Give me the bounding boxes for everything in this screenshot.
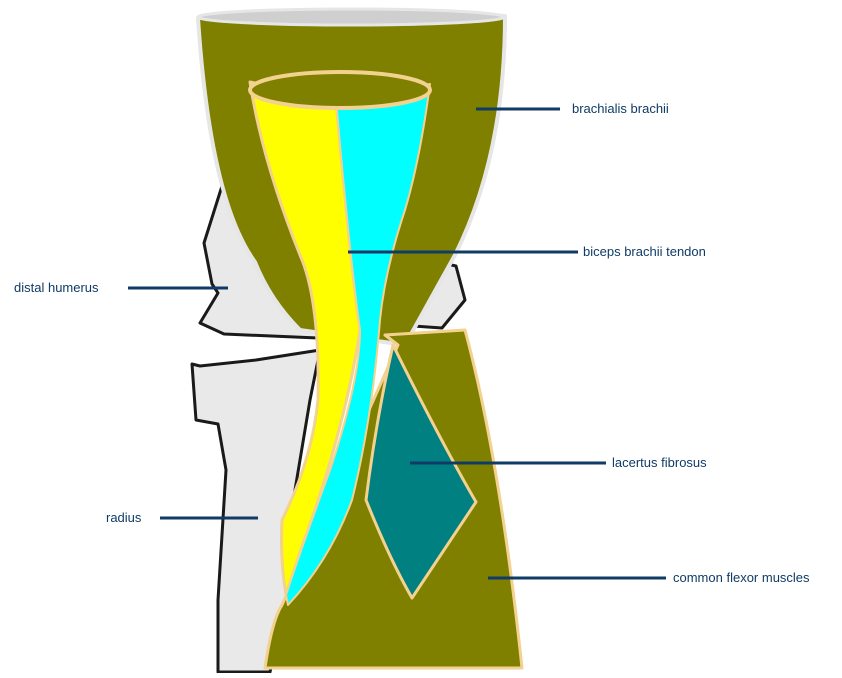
label-biceps-brachii-tendon: biceps brachii tendon xyxy=(583,244,706,260)
label-distal-humerus: distal humerus xyxy=(14,280,99,296)
label-lacertus-fibrosus: lacertus fibrosus xyxy=(612,455,707,471)
biceps-top-opening xyxy=(250,72,430,108)
label-brachialis-brachii: brachialis brachii xyxy=(572,101,669,117)
label-radius: radius xyxy=(106,510,141,526)
label-common-flexor-muscles: common flexor muscles xyxy=(673,570,810,586)
brachialis-top-rim xyxy=(198,9,504,25)
